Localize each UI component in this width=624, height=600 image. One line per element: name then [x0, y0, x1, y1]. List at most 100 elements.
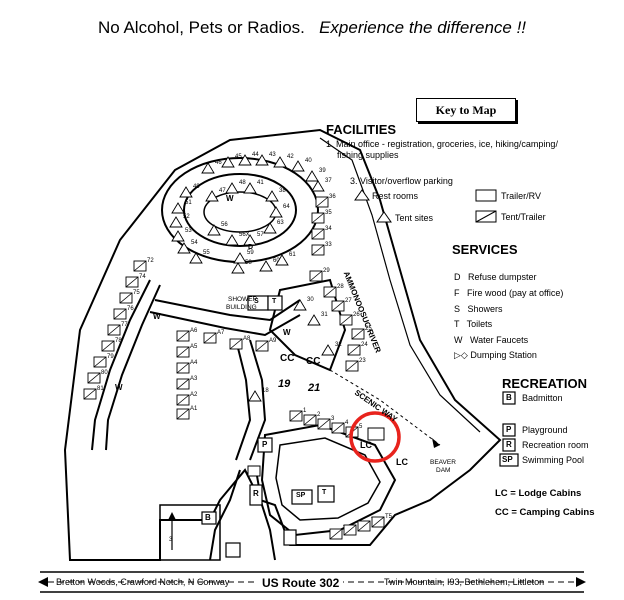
campsite-A2[interactable]: A2 — [176, 392, 198, 406]
campsite-25[interactable]: 25 — [351, 326, 372, 340]
campsite-29[interactable]: 29 — [309, 268, 330, 282]
campsite-26[interactable]: 26 — [339, 312, 360, 326]
campsite-59[interactable]: 59 — [233, 250, 254, 264]
campsite-48[interactable]: 48 — [225, 180, 246, 194]
campsite-46[interactable]: 46 — [201, 160, 222, 174]
scenic-way-arrow — [432, 438, 440, 448]
site-label: 51 — [185, 200, 192, 206]
site-label: 37 — [325, 178, 332, 184]
toilet-building-2[interactable] — [317, 485, 335, 503]
campsite-A7[interactable]: A7 — [203, 330, 225, 344]
site-label: 24 — [361, 342, 368, 348]
campsite-51[interactable]: 51 — [171, 200, 192, 214]
campsite-52[interactable]: 52 — [169, 214, 190, 228]
campsite-A5[interactable]: A5 — [176, 344, 198, 358]
campsite-24[interactable]: 24 — [347, 342, 368, 356]
campsite-58[interactable]: 58 — [231, 260, 252, 274]
water-faucet-4: W — [283, 328, 291, 337]
cabin-3[interactable]: 3 — [317, 416, 335, 430]
site-21: 21 — [308, 382, 321, 394]
tagline-text: Experience the difference !! — [319, 18, 527, 37]
badminton-court-map[interactable] — [201, 511, 217, 525]
trailer-rv-icon — [475, 189, 497, 202]
campsite-57[interactable]: 57 — [243, 232, 264, 246]
cabin-1[interactable]: 1 — [289, 408, 307, 422]
main-office[interactable] — [283, 529, 297, 546]
campsite-40[interactable]: 40 — [291, 158, 312, 172]
campsite-60[interactable]: 60 — [259, 258, 280, 272]
left-column-sites: 72 74 75 76 77 78 79 80 81 — [83, 258, 154, 400]
campsite-56X[interactable]: 56X — [225, 232, 250, 246]
site-label: 64 — [283, 204, 290, 210]
campsite-53[interactable]: 53 — [171, 228, 192, 242]
campsite-63[interactable]: 63 — [263, 220, 284, 234]
campsite-81[interactable]: 81 — [83, 386, 104, 400]
campsite-30[interactable]: 30 — [293, 297, 314, 311]
campsite-38[interactable]: 38 — [265, 188, 286, 202]
shower-t: T — [272, 298, 277, 305]
campsite-80[interactable]: 80 — [87, 370, 108, 384]
campsite-32[interactable]: 32 — [321, 342, 342, 356]
campsite-28[interactable]: 28 — [323, 284, 344, 298]
playground-label: Playground — [522, 425, 568, 435]
visitor-parking-building[interactable] — [225, 542, 241, 558]
campsite-39[interactable]: 39 — [305, 168, 326, 182]
campsite-55[interactable]: 55 — [189, 250, 210, 264]
campsite-A9[interactable]: A9 — [255, 338, 277, 352]
playground-marker[interactable] — [257, 437, 273, 453]
campsite-41[interactable]: 41 — [243, 180, 264, 194]
campsite-56[interactable]: 56 — [207, 222, 228, 236]
campsite-35[interactable]: 35 — [311, 210, 332, 224]
campsite-A6[interactable]: A6 — [176, 328, 198, 342]
route-center-text: US Route 302 — [258, 576, 344, 590]
campsite-74[interactable]: 74 — [125, 274, 146, 288]
site-label: A6 — [190, 328, 198, 334]
site-label: 61 — [289, 252, 296, 258]
campsite-64[interactable]: 64 — [269, 204, 290, 218]
campsite-75[interactable]: 75 — [119, 290, 140, 304]
campsite-43[interactable]: 43 — [255, 152, 276, 166]
campsite-76[interactable]: 76 — [113, 306, 134, 320]
campsite-79[interactable]: 79 — [93, 354, 114, 368]
campsite-A3[interactable]: A3 — [176, 376, 198, 390]
toilet-building[interactable] — [267, 295, 283, 311]
campsite-45[interactable]: 45 — [221, 154, 242, 168]
campsite-72[interactable]: 72 — [133, 258, 154, 272]
campsite-23[interactable]: 23 — [345, 358, 366, 372]
campsite-31[interactable]: 31 — [307, 312, 328, 326]
rest-rooms-label: Rest rooms — [372, 191, 419, 201]
cabin-4[interactable]: 4 — [331, 420, 349, 434]
trailer-rv-label: Trailer/RV — [501, 191, 542, 201]
site-label: 74 — [139, 274, 146, 280]
campsite-49[interactable]: 49 — [179, 184, 200, 198]
visitor-parking: 3. Visitor/overflow parking — [350, 176, 453, 186]
route-arrow-right — [576, 577, 586, 587]
swimming-pool-building[interactable] — [291, 489, 313, 505]
campsite-77[interactable]: 77 — [107, 322, 128, 336]
campsite-37[interactable]: 37 — [311, 178, 332, 192]
campsite-44[interactable]: 44 — [238, 152, 259, 166]
cabin-2[interactable]: 2 — [303, 412, 321, 426]
campsite-33[interactable]: 33 — [311, 242, 332, 256]
campsite-36[interactable]: 36 — [315, 194, 336, 208]
dumpster-d: D — [248, 244, 254, 251]
recreation-room[interactable] — [249, 484, 263, 506]
campsite-A1[interactable]: A1 — [176, 406, 198, 420]
site-label: T5 — [385, 514, 393, 520]
campsite-54[interactable]: 54 — [177, 240, 198, 254]
tent-sites-icon — [376, 211, 392, 223]
campsite-42[interactable]: 42 — [273, 154, 294, 168]
beaver-dam-label-1: BEAVER — [430, 459, 456, 466]
campsite-78[interactable]: 78 — [101, 338, 122, 352]
site-label: 78 — [115, 338, 122, 344]
campsite-34[interactable]: 34 — [311, 226, 332, 240]
campsite-27[interactable]: 27 — [331, 298, 352, 312]
campsite-47[interactable]: 47 — [205, 188, 226, 202]
campsite-A4[interactable]: A4 — [176, 360, 198, 374]
campsite-18[interactable]: 18 — [248, 388, 269, 402]
campsite-61[interactable]: 61 — [275, 252, 296, 266]
loop-road-inner — [183, 173, 297, 247]
cabin-T5[interactable]: T5 — [371, 514, 393, 528]
campsite-A8[interactable]: A8 — [229, 336, 251, 350]
